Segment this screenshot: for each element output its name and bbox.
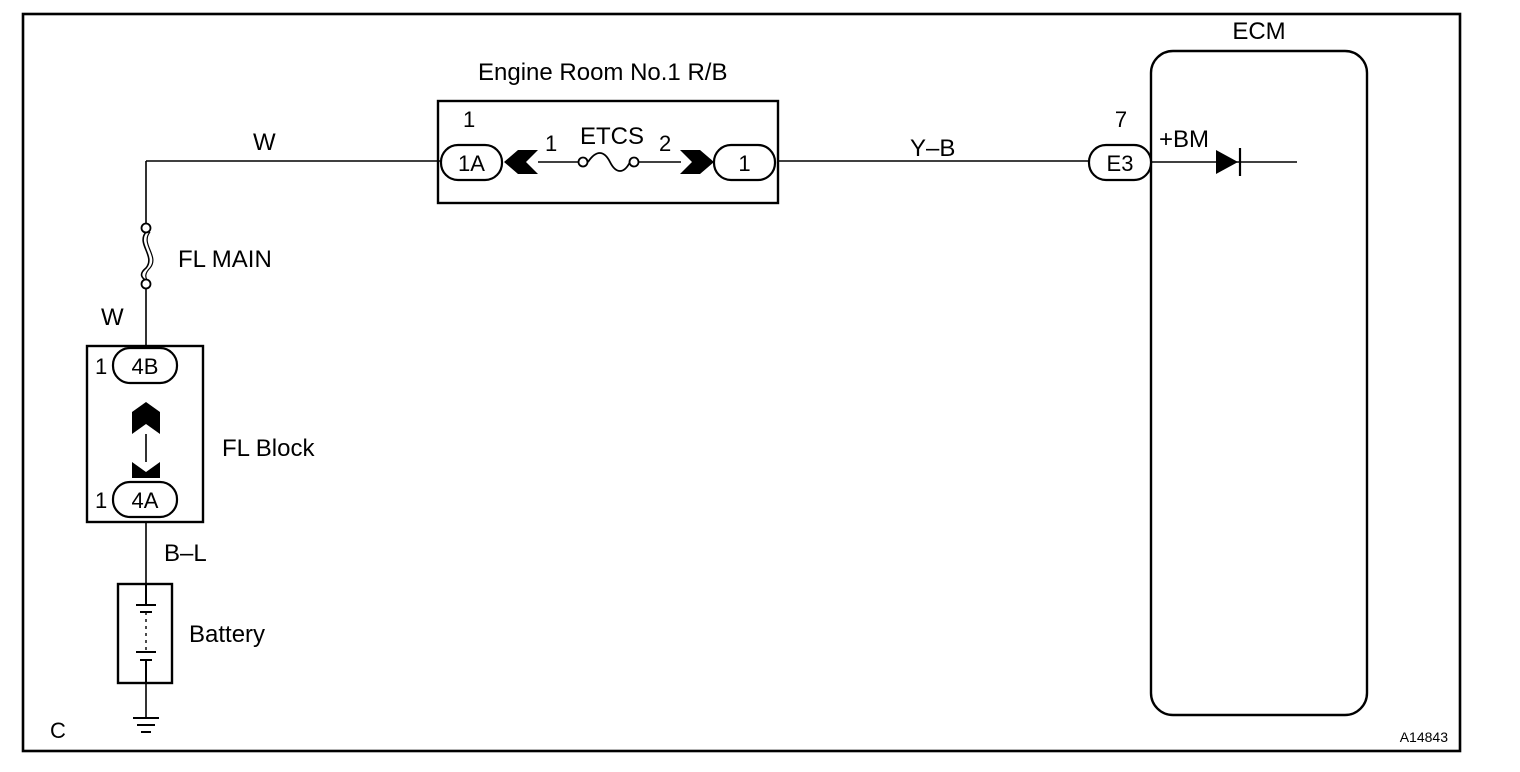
battery-cell-upper-icon — [136, 584, 156, 613]
figure-id: A14843 — [1400, 729, 1448, 745]
fl-block-connector-top-pin: 1 — [95, 354, 107, 379]
connector-4b-label: 4B — [132, 354, 159, 379]
figure-corner-letter: C — [50, 718, 66, 743]
connector-4a-label: 4A — [132, 488, 159, 513]
engine-room-relay-block: Engine Room No.1 R/B 1 1A 1 ETCS 2 1 — [436, 59, 780, 205]
connector-1a — [439, 143, 504, 182]
wire-label-w-left: W — [101, 304, 124, 331]
engine-room-rb-box — [436, 99, 780, 205]
ecm-terminal-bm: +BM — [1159, 126, 1209, 153]
engine-room-rb-connector-pin: 1 — [463, 107, 475, 132]
etcs-fuse-terminal-right-icon — [628, 156, 640, 168]
wires — [145, 160, 1090, 717]
ecm-box — [1149, 49, 1369, 717]
etcs-fuse-element-icon — [587, 152, 631, 172]
ecm-connector-pin: 7 — [1115, 107, 1127, 132]
connector-4b — [111, 346, 179, 385]
fl-block-terminal-lower-icon — [132, 462, 160, 478]
fl-main-fusible-link: FL MAIN — [140, 222, 272, 290]
fl-block-connector-bottom-pin: 1 — [95, 488, 107, 513]
fl-block-terminal-upper-icon — [132, 402, 160, 434]
connector-1 — [712, 143, 777, 182]
connector-1-label: 1 — [738, 151, 750, 176]
fuse-pin-right: 2 — [659, 131, 671, 156]
fl-block-box — [85, 344, 205, 524]
connector-4a — [111, 480, 179, 519]
diagram-frame — [21, 12, 1462, 753]
fl-main-terminal-top — [140, 222, 152, 234]
fuse-pin-left: 1 — [545, 131, 557, 156]
wire-label-w-top: W — [253, 129, 276, 156]
ecm-connector-e3-label: E3 — [1107, 151, 1134, 176]
fl-main-terminal-bottom — [140, 278, 152, 290]
battery-cell-lower-icon — [136, 651, 156, 683]
diode-icon — [1216, 150, 1238, 174]
connector-1a-label: 1A — [458, 151, 485, 176]
terminal-chevron-right-icon — [680, 150, 714, 174]
battery-label: Battery — [189, 621, 265, 648]
fl-block: FL Block 1 4B 1 4A — [85, 344, 315, 524]
ecm-unit: ECM 7 E3 +BM — [1087, 18, 1369, 717]
ground-icon — [133, 717, 159, 733]
etcs-fuse-terminal-left-icon — [577, 156, 589, 168]
fl-main-fuse-element — [140, 231, 150, 282]
fl-block-label: FL Block — [222, 435, 315, 462]
terminal-chevron-left-icon — [504, 150, 538, 174]
battery: Battery — [116, 582, 265, 685]
wire-label-b-l: B–L — [164, 540, 207, 567]
fl-main-label: FL MAIN — [178, 246, 272, 273]
engine-room-rb-title: Engine Room No.1 R/B — [478, 59, 727, 86]
wire-label-y-b: Y–B — [910, 135, 955, 162]
ecm-title: ECM — [1232, 18, 1285, 45]
etcs-fuse-label: ETCS — [580, 123, 644, 150]
